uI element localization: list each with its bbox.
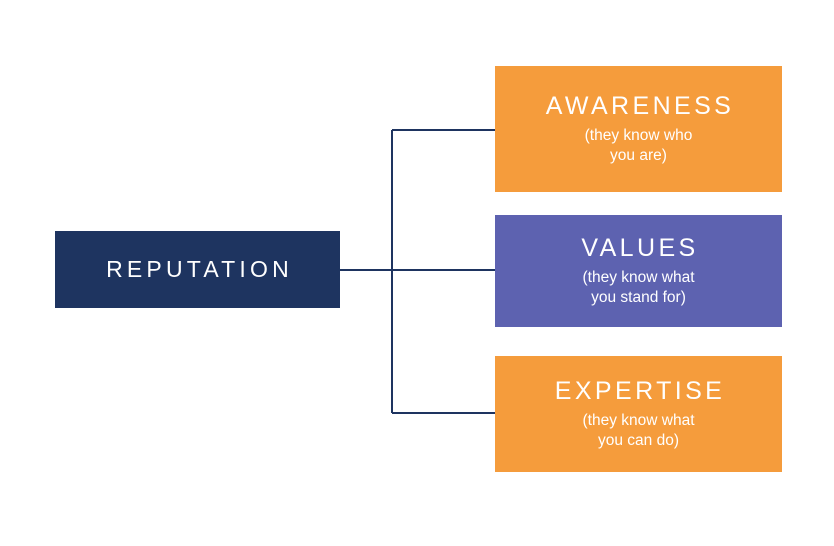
- node-expertise-subtitle-line-1: (they know what: [582, 412, 695, 430]
- node-values: VALUES (they know what you stand for): [495, 215, 782, 327]
- node-values-subtitle-line-1: (they know what: [582, 269, 695, 287]
- node-expertise-subtitle: (they know what you can do): [583, 411, 695, 451]
- node-values-label: VALUES: [581, 234, 699, 263]
- node-expertise-subtitle-line-2: you can do): [598, 431, 679, 449]
- node-awareness-subtitle-line-1: (they know who: [584, 127, 693, 145]
- node-awareness-subtitle: (they know who you are): [585, 126, 693, 166]
- node-awareness-subtitle-line-2: you are): [610, 146, 667, 164]
- node-values-subtitle: (they know what you stand for): [583, 268, 695, 308]
- node-expertise: EXPERTISE (they know what you can do): [495, 356, 782, 472]
- node-reputation-label: REPUTATION: [106, 255, 293, 282]
- node-expertise-label: EXPERTISE: [554, 377, 726, 406]
- node-awareness: AWARENESS (they know who you are): [495, 66, 782, 192]
- node-reputation: REPUTATION: [55, 231, 340, 308]
- node-awareness-label: AWARENESS: [545, 92, 735, 121]
- node-values-subtitle-line-2: you stand for): [591, 288, 686, 306]
